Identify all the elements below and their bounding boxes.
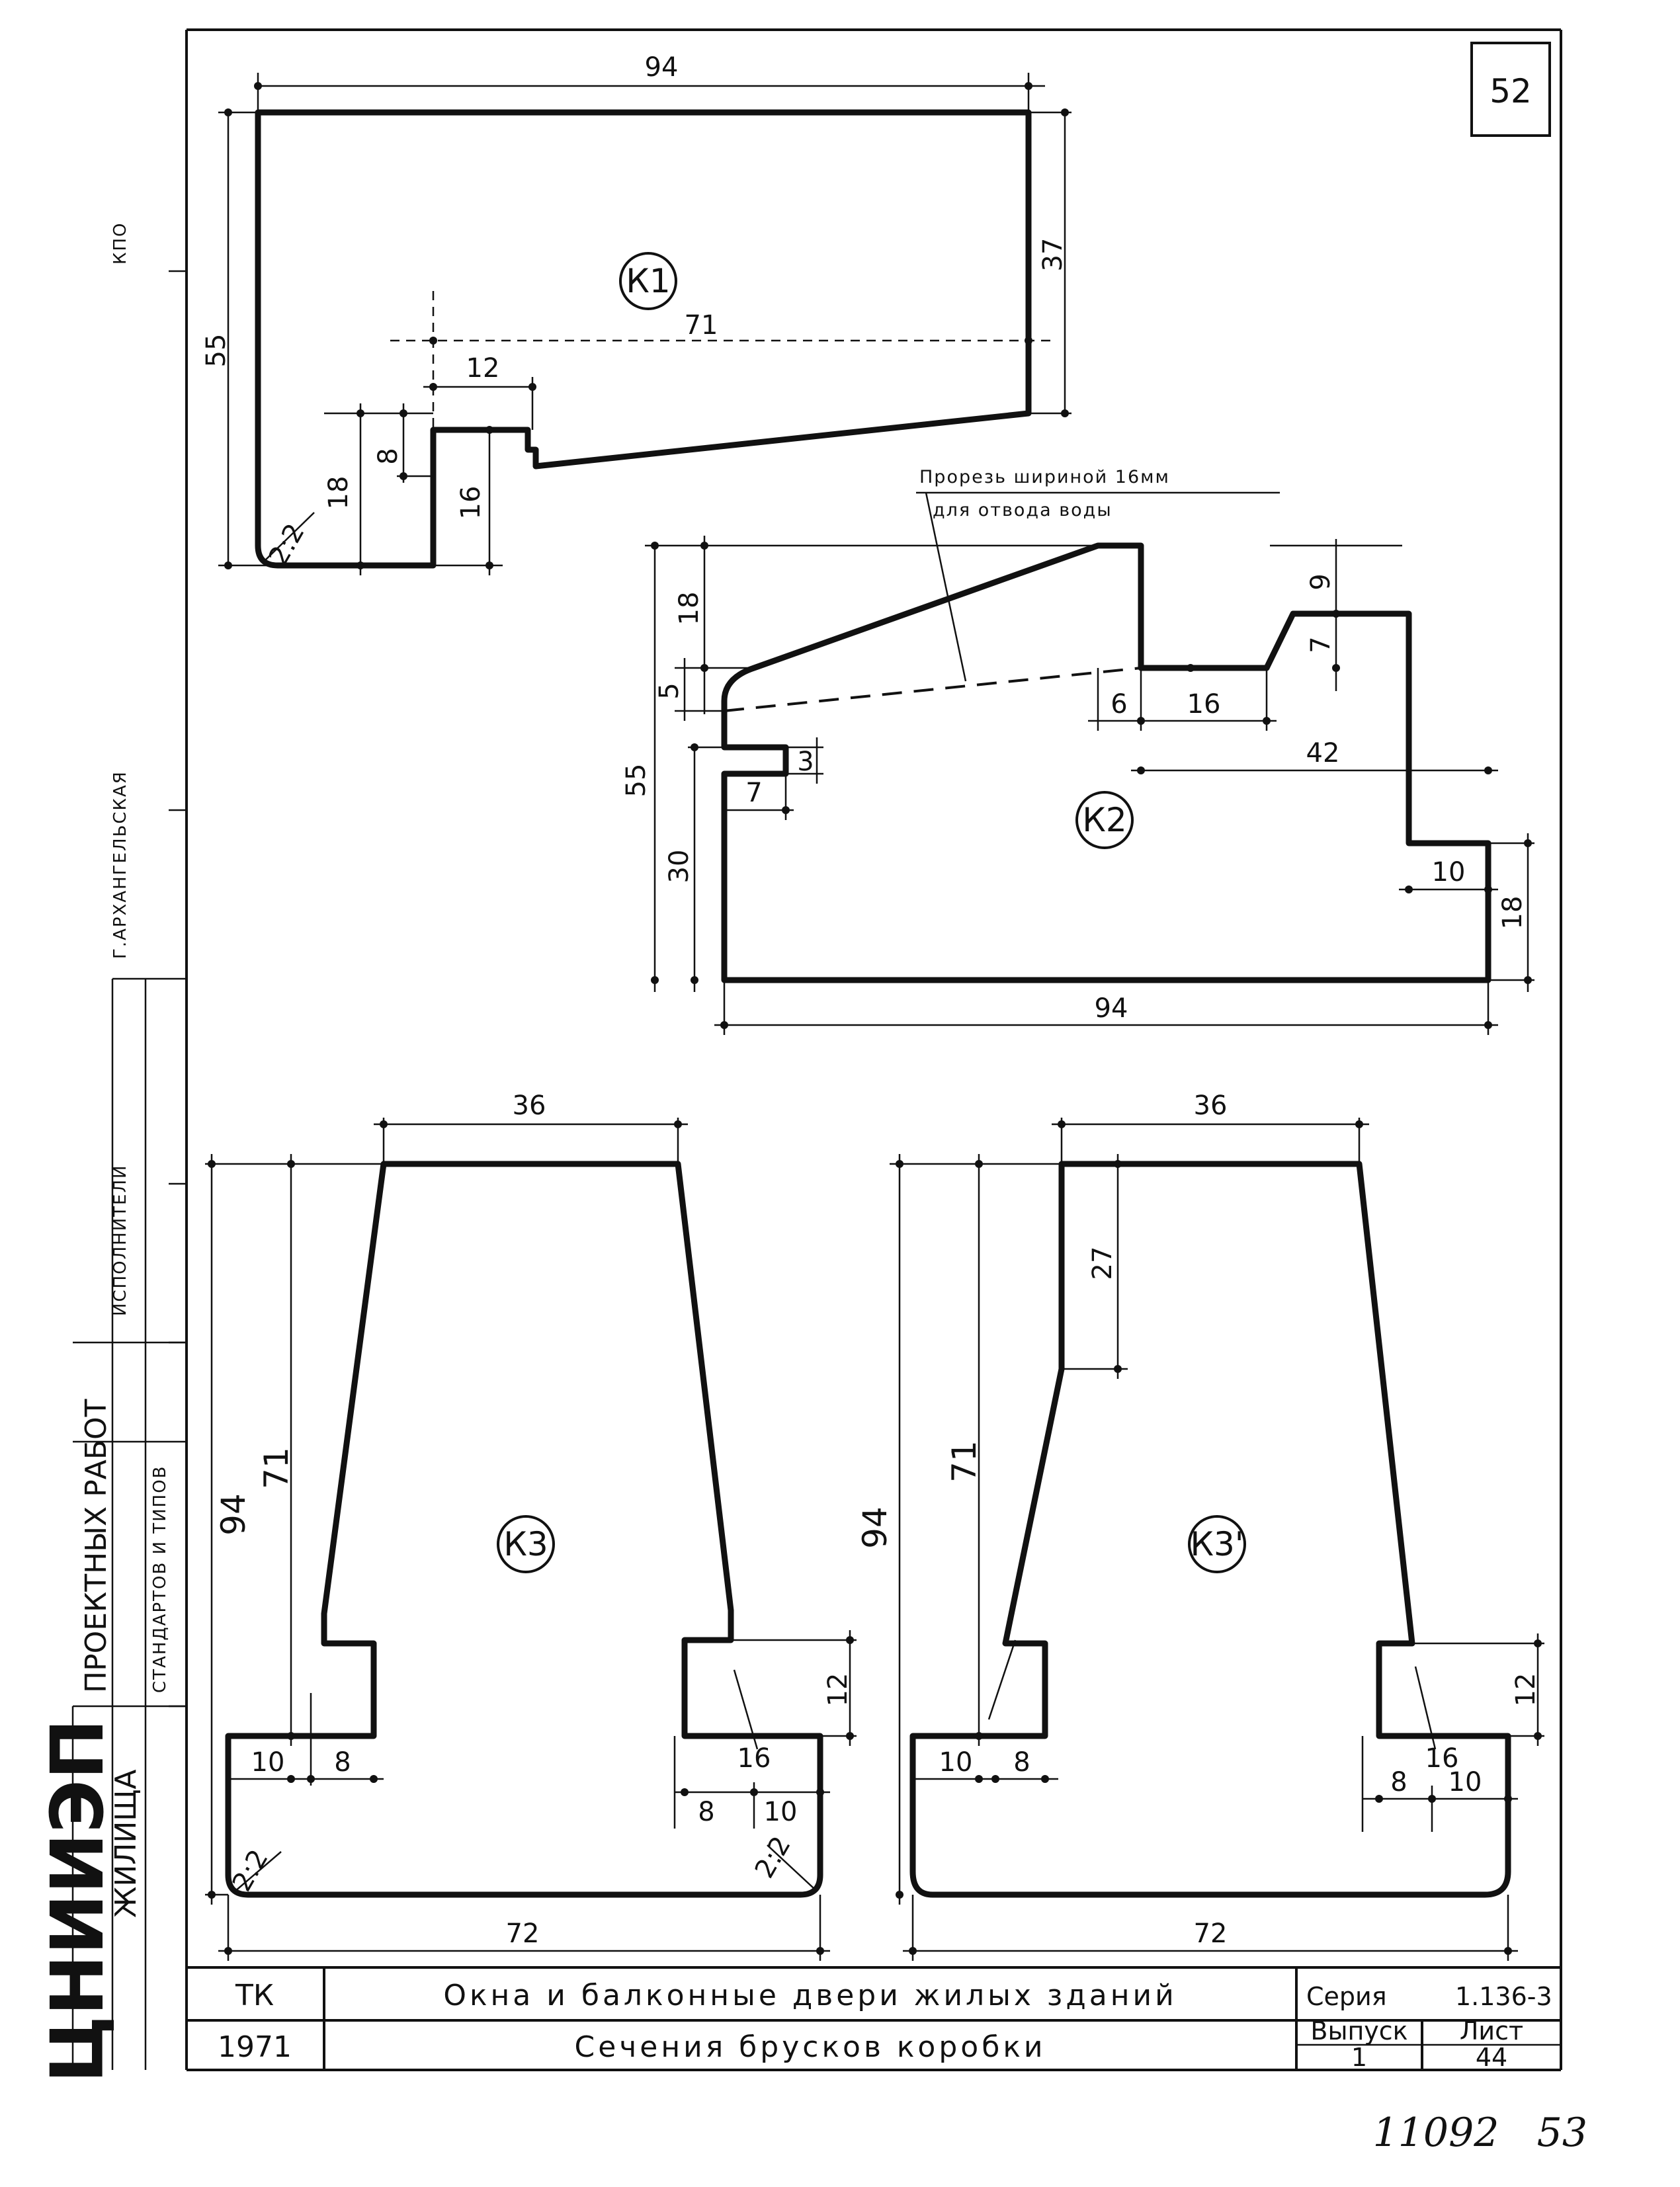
dept-sub: СТАНДАРТОВ И ТИПОВ <box>150 1465 170 1694</box>
k3p-dim-72: 72 <box>1194 1919 1228 1949</box>
k2-water-slot <box>724 667 1142 712</box>
tb-subtitle: Сечения брусков коробки <box>574 2030 1046 2064</box>
executor-label: ИСПОЛНИТЕЛИ <box>110 1165 130 1316</box>
k3-dim-72: 72 <box>506 1919 540 1949</box>
sheet-number: 52 <box>1490 72 1532 110</box>
k3p-dim-94: 94 <box>856 1506 894 1549</box>
k3-label: К3 <box>503 1525 548 1563</box>
k3-radius-right: 2:2 <box>749 1831 797 1883</box>
org-name: ЖИЛИЩА <box>109 1769 143 1918</box>
k2-dim-10: 10 <box>1432 857 1466 887</box>
k1-dim-55: 55 <box>201 334 231 368</box>
k2-dim-16: 16 <box>1187 689 1221 720</box>
k3p-dim-8b: 8 <box>1390 1767 1407 1797</box>
org-logo: ЦНИИЭП <box>35 1719 120 2083</box>
k3-profile <box>225 1161 823 1898</box>
k3-dim-10: 10 <box>251 1747 285 1778</box>
k3p-dim-16: 16 <box>1425 1743 1459 1774</box>
k3p-dim-71: 71 <box>945 1440 984 1483</box>
street-label: Г.АРХАНГЕЛЬСКАЯ <box>110 770 130 959</box>
k1-profile <box>255 109 1032 569</box>
k1-dim-8: 8 <box>373 448 403 464</box>
k3-dim-8: 8 <box>334 1747 351 1778</box>
tb-code: ТК <box>235 1979 274 2012</box>
tb-sheet-value: 44 <box>1476 2043 1507 2072</box>
k2-dim-42: 42 <box>1306 738 1340 768</box>
k2-profile <box>721 542 1491 983</box>
title-block: ТК 1971 Окна и балконные двери жилых зда… <box>187 1966 1561 2072</box>
k2-note-line2: для отвода воды <box>933 500 1113 520</box>
tb-series-value: 1.136-3 <box>1455 1982 1552 2011</box>
section-k3: 36 94 71 10 8 12 16 8 10 2:2 2:2 <box>205 1091 857 1961</box>
k3-dim-8b: 8 <box>698 1797 714 1827</box>
left-margin: ЦНИИЭП ЖИЛИЩА ПРОЕКТНЫХ РАБОТ СТАНДАРТОВ… <box>35 222 187 2083</box>
tb-title: Окна и балконные двери жилых зданий <box>443 1979 1177 2012</box>
tb-year: 1971 <box>218 2030 292 2064</box>
tb-sheet-label: Лист <box>1460 2016 1523 2045</box>
k1-dim-18: 18 <box>323 476 354 510</box>
k1-dim-71: 71 <box>685 310 718 341</box>
k2-dim-5: 5 <box>654 682 685 699</box>
k2-dim-9: 9 <box>1306 573 1336 590</box>
k2-dim-18: 18 <box>674 592 704 626</box>
k2-dim-7b: 7 <box>1306 636 1336 653</box>
k1-dim-12: 12 <box>466 353 500 384</box>
k3p-dim-10b: 10 <box>1449 1767 1482 1797</box>
k3-dim-36: 36 <box>513 1091 546 1121</box>
k2-dim-18b: 18 <box>1497 896 1528 930</box>
k3p-dim-10: 10 <box>939 1747 973 1778</box>
k2-dim-6: 6 <box>1111 689 1127 720</box>
section-k3-prime: 36 94 71 27 10 8 12 16 8 10 72 <box>856 1091 1544 1961</box>
sheet-number-box: 52 <box>1470 42 1551 137</box>
section-k1: 94 55 37 71 12 8 18 16 2:2 К1 <box>201 52 1071 575</box>
k2-label: К2 <box>1082 801 1126 839</box>
section-k2: Прорезь шириной 16мм для отвода воды 55 … <box>621 467 1534 1035</box>
tb-issue-label: Выпуск <box>1310 2016 1407 2045</box>
k3p-dim-12: 12 <box>1511 1673 1541 1707</box>
k1-dim-16: 16 <box>456 486 486 520</box>
k3-dim-71: 71 <box>257 1447 296 1489</box>
dept-name: ПРОЕКТНЫХ РАБОТ <box>79 1399 113 1693</box>
k2-dim-7: 7 <box>745 778 762 808</box>
k3p-profile <box>909 1161 1511 1898</box>
k3-dim-12: 12 <box>823 1673 853 1707</box>
k3-dim-94: 94 <box>214 1493 253 1536</box>
k2-dim-3: 3 <box>797 747 814 777</box>
k2-note-line1: Прорезь шириной 16мм <box>919 467 1170 487</box>
k3p-label: К3' <box>1190 1525 1243 1563</box>
tb-issue-value: 1 <box>1351 2043 1367 2072</box>
k3p-dim-36: 36 <box>1194 1091 1228 1121</box>
k3-dim-16: 16 <box>737 1743 771 1774</box>
k1-label: К1 <box>626 262 670 300</box>
k2-dim-30: 30 <box>664 850 694 884</box>
k1-dim-37: 37 <box>1038 238 1068 272</box>
k3p-dim-27: 27 <box>1087 1247 1118 1280</box>
k3-dim-10b: 10 <box>764 1797 798 1827</box>
k2-dim-94: 94 <box>1095 993 1128 1024</box>
k2-dim-55: 55 <box>621 764 651 798</box>
k1-dim-94: 94 <box>645 52 679 83</box>
k3p-dim-8: 8 <box>1013 1747 1030 1778</box>
tb-series-label: Серия <box>1306 1982 1387 2011</box>
abbr-label: КПО <box>110 222 130 265</box>
sheet-frame <box>169 28 1562 2071</box>
footer-handwritten: 11092 53 <box>1373 2110 1587 2156</box>
